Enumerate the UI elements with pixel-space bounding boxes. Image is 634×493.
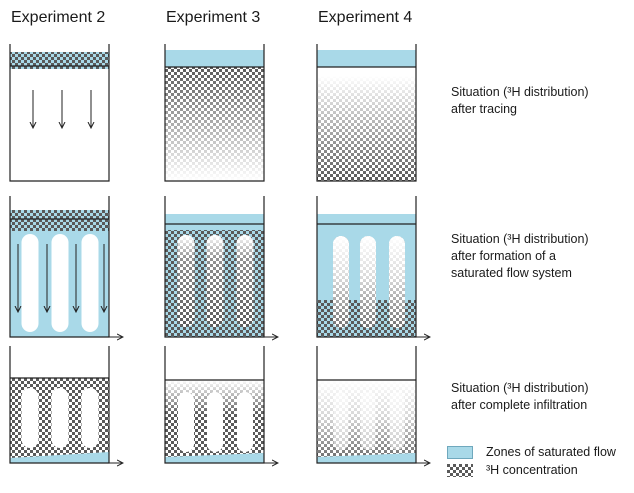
row-description-complete-infiltration: Situation (³H distribution) after comple… [451, 380, 589, 414]
tank-experiment-4-infiltration [316, 346, 430, 464]
column-title-experiment-4: Experiment 4 [318, 9, 413, 26]
column-fade [333, 236, 349, 328]
bottom-saturated-layer [317, 453, 416, 463]
tank-experiment-3-saturated-flow [164, 196, 278, 338]
tank-wall [164, 44, 265, 182]
unsaturated-column [21, 234, 39, 332]
leached-column [81, 388, 99, 448]
legend-item-saturated-flow: Zones of saturated flow [447, 444, 616, 460]
tracer-layer [10, 52, 109, 69]
surface-saturated-layer [165, 50, 264, 67]
legend-label-tracer: ³H concentration [486, 463, 578, 477]
tank-wall [9, 44, 110, 182]
row-description-line: Situation (³H distribution) [451, 232, 589, 246]
leached-column [21, 388, 39, 448]
leached-column [237, 392, 253, 452]
column-fade [177, 235, 195, 327]
tank-experiment-2-saturated-flow [9, 196, 123, 338]
row-description-line: after complete infiltration [451, 398, 588, 412]
tank-wall [164, 196, 265, 338]
bottom-saturated-layer [10, 452, 109, 463]
tracer-concentration-swatch [447, 463, 473, 477]
column-fade [236, 235, 254, 327]
column-fade [206, 235, 224, 327]
column-fade [389, 236, 405, 328]
tank-experiment-3-infiltration [164, 346, 278, 464]
legend-label-saturated-flow: Zones of saturated flow [486, 445, 616, 459]
legend-item-tracer: ³H concentration [447, 462, 578, 478]
tank-experiment-4-after-tracing [316, 44, 417, 182]
row-description-line: Situation (³H distribution) [451, 85, 589, 99]
row-description-saturated-flow: Situation (³H distribution) after format… [451, 231, 589, 282]
tank-wall [316, 44, 417, 182]
row-description-after-tracing: Situation (³H distribution) after tracin… [451, 84, 589, 118]
leached-column [51, 388, 69, 448]
tank-experiment-3-after-tracing [164, 44, 265, 182]
bottom-saturated-layer [165, 453, 264, 463]
tank-experiment-4-saturated-flow [316, 196, 430, 338]
column-fade [360, 236, 376, 328]
leached-column [333, 392, 349, 450]
tracer-layer [10, 210, 109, 231]
row-description-line: saturated flow system [451, 266, 572, 280]
tank-experiment-2-infiltration [9, 346, 123, 464]
row-description-line: after formation of a [451, 249, 556, 263]
tank-wall [316, 196, 417, 338]
row-description-line: Situation (³H distribution) [451, 381, 589, 395]
unsaturated-column [51, 234, 69, 332]
leached-column [207, 392, 223, 452]
tank-wall [9, 346, 110, 464]
column-title-experiment-2: Experiment 2 [11, 9, 106, 26]
surface-saturated-layer [317, 50, 416, 67]
tracer-fade [317, 76, 416, 181]
unsaturated-column [81, 234, 99, 332]
leached-column [360, 392, 376, 450]
column-title-experiment-3: Experiment 3 [166, 9, 261, 26]
tank-experiment-2-after-tracing [9, 44, 110, 182]
row-description-line: after tracing [451, 102, 518, 116]
tank-wall [316, 346, 417, 464]
leached-column [178, 392, 194, 452]
leached-column [389, 392, 405, 450]
tank-wall [164, 346, 265, 464]
tracer-fade [165, 67, 264, 181]
saturated-flow-swatch [447, 445, 473, 459]
tank-wall [9, 196, 110, 338]
